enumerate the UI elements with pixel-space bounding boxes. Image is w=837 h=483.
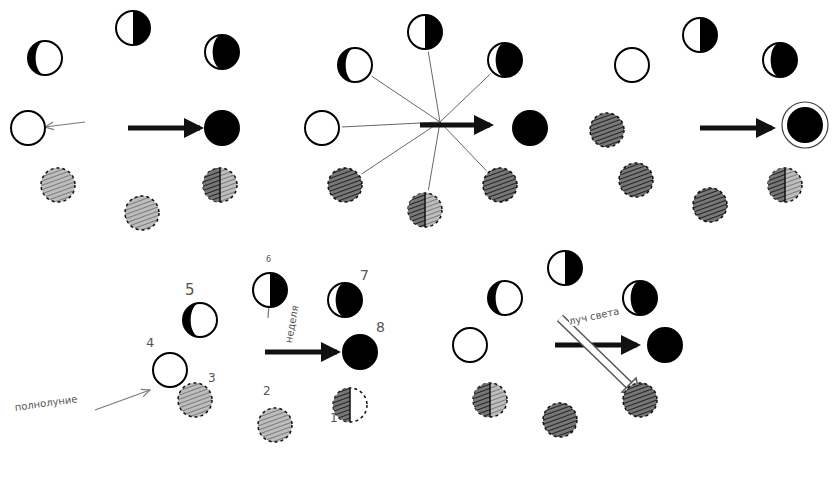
leader-line: [95, 390, 150, 410]
handwritten-note: неделя: [283, 304, 300, 344]
moon-phase: [488, 43, 522, 77]
ray-line: [440, 122, 486, 171]
handwritten-note: луч света: [568, 305, 620, 326]
moon-phase: [548, 251, 582, 285]
moon-phase: [623, 281, 657, 315]
sun-arrow: [700, 126, 772, 131]
ray-line: [362, 122, 440, 174]
moon-phase: [763, 43, 797, 77]
ray-line: [428, 52, 440, 122]
callout-number: 8: [376, 320, 385, 335]
moon-phase: [333, 388, 367, 422]
moon-phase: [258, 408, 292, 442]
moon-phase: [338, 48, 372, 82]
callout-number: 5: [185, 282, 195, 299]
moon-phase: [125, 196, 159, 230]
moon-phase: [623, 383, 657, 417]
moon-phase: [768, 168, 802, 202]
moon-phase: [788, 108, 822, 142]
moon-phase: [28, 41, 62, 75]
leader-line: [45, 122, 85, 127]
ray-line: [372, 76, 440, 122]
moon-phase: [473, 383, 507, 417]
moon-phase: [543, 403, 577, 437]
moon-phase: [693, 188, 727, 222]
moon-phase: [328, 168, 362, 202]
light-arrow: [560, 318, 632, 388]
callout-number: 2: [263, 385, 271, 398]
moon-phase: [205, 35, 239, 69]
moon-phase: [178, 383, 212, 417]
moon-phase: [408, 193, 442, 227]
callout-number: 6: [266, 256, 271, 265]
moon-phase: [41, 168, 75, 202]
moon-phase: [153, 353, 187, 387]
moon-phase: [590, 113, 624, 147]
callout-number: 3: [208, 372, 216, 385]
moon-phase: [183, 303, 217, 337]
moon-phase: [683, 18, 717, 52]
ray-line: [428, 122, 440, 190]
moon-phase: [483, 168, 517, 202]
moon-phase: [205, 111, 239, 145]
moon-phase: [328, 283, 362, 317]
moon-phase: [619, 163, 653, 197]
callout-number: 4: [146, 336, 154, 350]
handwritten-note: полнолуние: [14, 393, 78, 413]
moon-phase: [615, 48, 649, 82]
sun-arrow: [265, 350, 337, 355]
moon-phase: [513, 111, 547, 145]
moon-phase: [648, 328, 682, 362]
moon-phase: [253, 273, 287, 307]
sun-arrow: [420, 123, 490, 128]
moon-phase: [116, 11, 150, 45]
moon-phase: [203, 168, 237, 202]
ray-line: [440, 74, 491, 122]
moon-phase: [305, 111, 339, 145]
moon-phase: [488, 281, 522, 315]
highlight-ring: [782, 102, 828, 148]
moon-phase: [11, 111, 45, 145]
callout-number: 1: [330, 412, 338, 425]
moon-phase: [343, 335, 377, 369]
callout-number: 7: [360, 268, 369, 283]
moon-phase: [408, 15, 442, 49]
moon-phase: [453, 328, 487, 362]
sun-arrow: [128, 126, 200, 131]
